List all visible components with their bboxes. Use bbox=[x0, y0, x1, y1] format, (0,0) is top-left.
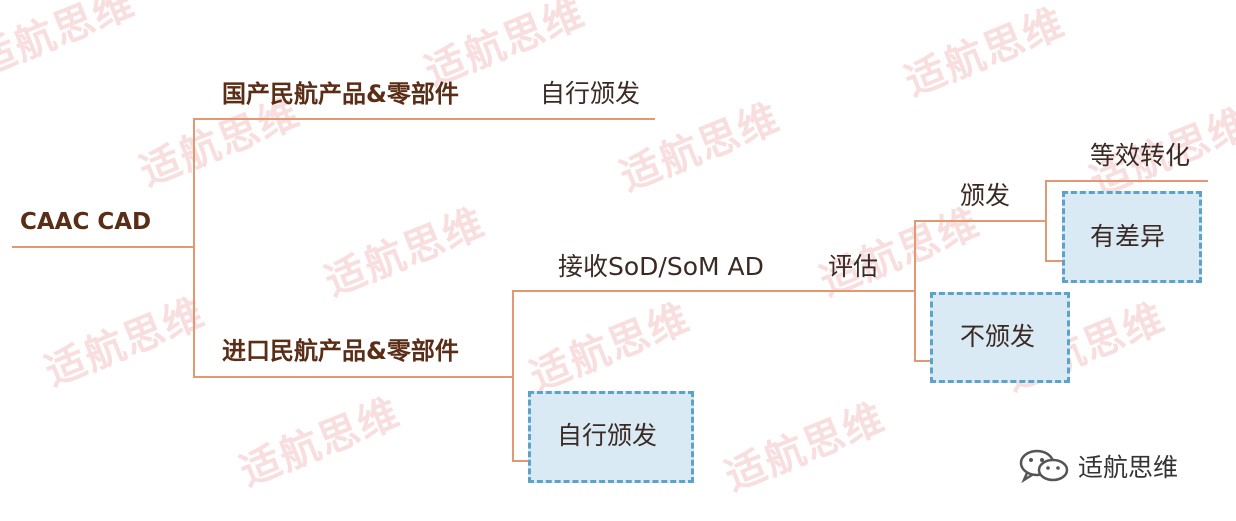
no-issue-node: 不颁发 bbox=[960, 322, 1036, 351]
watermark: 适航思维 bbox=[318, 199, 492, 306]
connector bbox=[914, 220, 916, 362]
imported-node: 进口民航产品&零部件 bbox=[222, 337, 459, 365]
wechat-account-mark: 适航思维 bbox=[1018, 448, 1178, 484]
watermark: 适航思维 bbox=[233, 389, 407, 496]
root-node: CAAC CAD bbox=[20, 209, 152, 235]
watermark: 适航思维 bbox=[898, 0, 1072, 106]
connector bbox=[193, 118, 195, 377]
watermark: 适航思维 bbox=[523, 294, 697, 401]
connector bbox=[1045, 180, 1047, 262]
account-name: 适航思维 bbox=[1078, 453, 1179, 482]
evaluate-node: 评估 bbox=[828, 252, 879, 281]
issue-node: 颁发 bbox=[960, 181, 1011, 210]
difference-box bbox=[1062, 191, 1202, 283]
domestic-action: 自行颁发 bbox=[540, 79, 641, 108]
watermark: 适航思维 bbox=[0, 0, 142, 86]
connector bbox=[12, 246, 194, 248]
domestic-node: 国产民航产品&零部件 bbox=[222, 80, 459, 108]
connector bbox=[1045, 180, 1208, 182]
receive-node: 接收SoD/SoM AD bbox=[558, 252, 764, 281]
connector bbox=[193, 376, 513, 378]
difference-node: 有差异 bbox=[1090, 222, 1166, 251]
connector bbox=[512, 290, 514, 462]
connector bbox=[914, 220, 1046, 222]
self-issue-box bbox=[528, 391, 694, 483]
watermark: 适航思维 bbox=[718, 394, 892, 501]
wechat-icon bbox=[1019, 449, 1069, 484]
watermark: 适航思维 bbox=[38, 289, 212, 396]
equivalent-node: 等效转化 bbox=[1090, 141, 1191, 170]
no-issue-box bbox=[930, 292, 1070, 383]
self-issue-node: 自行颁发 bbox=[557, 421, 658, 450]
connector bbox=[512, 290, 916, 292]
connector bbox=[193, 118, 655, 120]
